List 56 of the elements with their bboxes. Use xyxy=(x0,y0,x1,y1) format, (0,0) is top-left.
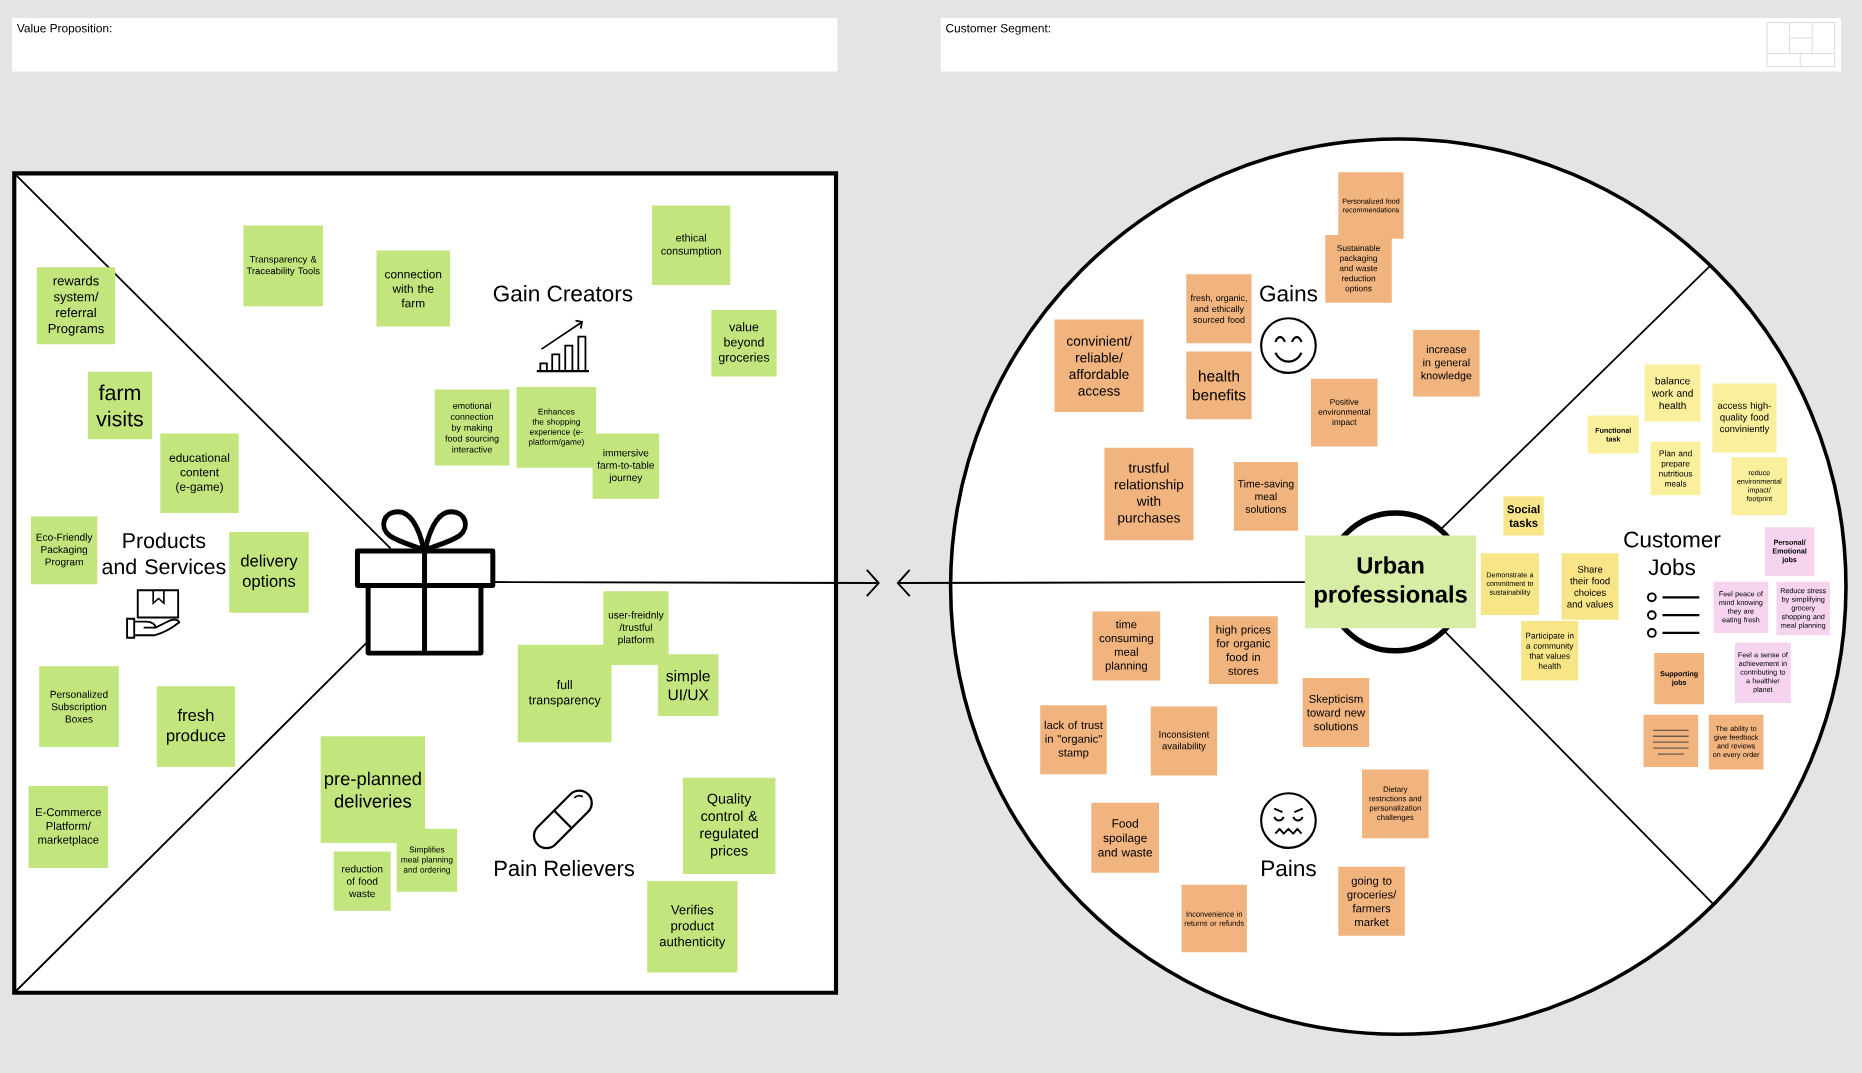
sticky-note: ethical consumption xyxy=(651,205,731,285)
sticky-note: Eco-Friendly Packaging Program xyxy=(30,516,98,584)
sticky-note: value beyond groceries xyxy=(711,309,777,377)
sticky-note: Simplifies meal planning and ordering xyxy=(396,828,458,892)
sticky-note: Enhances the shopping experience (e-platform/game) xyxy=(516,386,597,468)
sticky-note: fresh, organic, and ethically sourced food xyxy=(1186,274,1252,343)
sticky-note: Time-saving meal solutions xyxy=(1233,461,1298,531)
section-heading: Pain Relievers xyxy=(495,859,635,876)
section-heading: Products and Services xyxy=(102,532,226,575)
gift-icon xyxy=(354,509,496,656)
sticky-note: balance work and health xyxy=(1644,364,1701,422)
sticky-note: delivery options xyxy=(229,531,309,613)
sticky-note: connection with the farm xyxy=(376,250,451,327)
sticky-note: Participate in a community that values health xyxy=(1521,620,1579,681)
sticky-note: trustful relationship with purchases xyxy=(1104,447,1194,541)
sticky-note: farm visits xyxy=(87,371,152,440)
header-box: Value Proposition: xyxy=(12,17,838,72)
sticky-note: pre-planned deliveries xyxy=(320,736,426,843)
sticky-note: E-Commerce Platform/ marketplace xyxy=(28,785,109,868)
sticky-note: high prices for organic food in stores xyxy=(1208,616,1278,684)
sticky-note: going to groceries/ farmers market xyxy=(1338,866,1405,936)
sticky-note: Social tasks xyxy=(1503,496,1544,536)
sticky-note: immersive farm-to-table journey xyxy=(592,433,660,499)
sticky-note: Plan and prepare nutritious meals xyxy=(1650,441,1701,495)
sticky-note: Positive environmental impact xyxy=(1311,378,1378,447)
sticky-note: full transparency xyxy=(517,644,612,742)
sticky-note: educational content (e-game) xyxy=(160,433,239,513)
sticky-note: access high-quality food conviniently xyxy=(1712,383,1777,453)
section-heading: Gains xyxy=(1260,284,1318,302)
sticky-note: user-freidnly /trustful platform xyxy=(603,591,669,665)
section-heading: Gain Creators xyxy=(493,284,633,302)
sticky-note: fresh produce xyxy=(156,686,236,767)
profile-note: Urban professionals xyxy=(1305,510,1477,654)
sticky-note: reduction of food waste xyxy=(333,851,391,911)
arrow xyxy=(492,568,880,597)
sticky-note: Share their food choices and values xyxy=(1561,553,1619,620)
sticky-note: convinient/ reliable/ affordable access xyxy=(1054,319,1144,412)
sticky-note: Quality control & regulated prices xyxy=(682,777,776,874)
sticky-note: Transparency & Traceability Tools xyxy=(243,225,323,307)
sticky-note: Food spoilage and waste xyxy=(1091,802,1159,873)
arrow xyxy=(896,568,1306,597)
section-heading: Customer Jobs xyxy=(1624,531,1721,575)
sticky-note: time consuming meal planning xyxy=(1092,611,1161,681)
sticky-note: simple UI/UX xyxy=(657,654,719,716)
sticky-note: emotional connection by making food sourcing interactive xyxy=(434,389,510,466)
sticky-note: lack of trust in "organic" stamp xyxy=(1040,705,1107,774)
sticky-note: rewards system/ referral Programs xyxy=(36,266,116,345)
sticky-note: Personalized Subscription Boxes xyxy=(39,665,119,747)
sticky-note: Verifies product authenticity xyxy=(647,880,738,973)
section-heading: Pains xyxy=(1262,859,1316,877)
sticky-note: Sustainable packaging and waste reduction options xyxy=(1325,234,1392,303)
sticky-note: Inconsistent availability xyxy=(1150,706,1218,776)
sticky-note: Skepticism toward new solutions xyxy=(1302,677,1370,747)
sticky-note: increase in general knowledge xyxy=(1413,329,1480,397)
sticky-note: health benefits xyxy=(1186,351,1252,419)
header-box: Customer Segment: xyxy=(940,17,1841,72)
